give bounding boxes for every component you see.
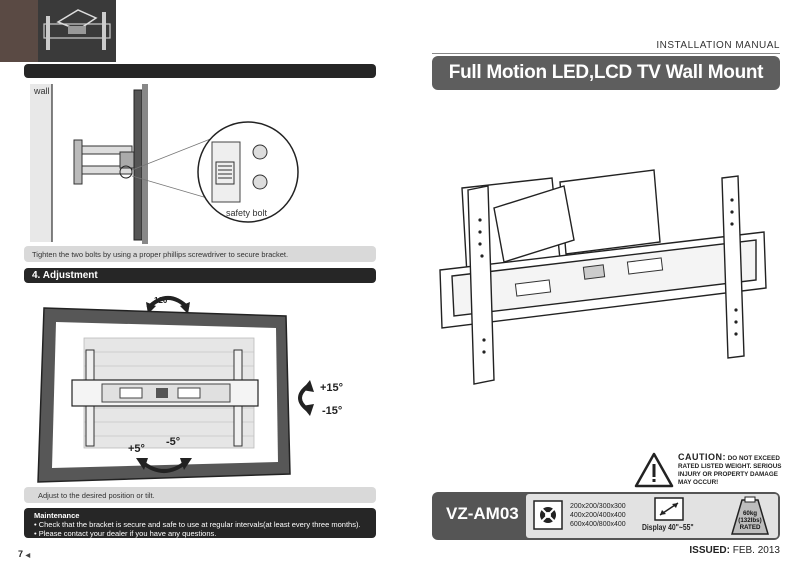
weight-rated: RATED (739, 524, 761, 531)
weight-icon (730, 496, 770, 536)
tilt-down-label: -15° (322, 405, 343, 417)
safety-bolt-label: safety bolt (226, 208, 268, 218)
vesa-item: 600x400/800x400 (570, 521, 626, 528)
caution-line1: DO NOT EXCEED (727, 455, 780, 462)
adjustment-title: 4. Adjustment (32, 270, 98, 281)
weight-label: 60kg (132lbs) RATED (730, 510, 770, 531)
caution-text: CAUTION: DO NOT EXCEED RATED LISTED WEIG… (678, 453, 784, 487)
corner-thumbnail (38, 0, 116, 62)
level-plus-label: +5° (128, 443, 145, 455)
page-number-value: 7 (18, 549, 24, 559)
wall-label: wall (34, 86, 50, 96)
page-number: 7 ◀ (18, 549, 30, 559)
page-arrow-icon: ◀ (25, 553, 31, 559)
tighten-note: Tighten the two bolts by using a proper … (32, 250, 289, 259)
caution-line4: MAY OCCUR! (678, 479, 719, 486)
wall-figure-frame (28, 80, 376, 244)
weight-lbs: (132lbs) (738, 517, 762, 524)
adjust-note: Adjust to the desired position or tilt. (38, 491, 155, 500)
vesa-item: 400x200/400x400 (570, 512, 626, 519)
corner-tab (0, 0, 38, 62)
caution-icon (634, 452, 674, 488)
manual-header: INSTALLATION MANUAL (656, 40, 780, 51)
page-title-bar: Full Motion LED,LCD TV Wall Mount (432, 56, 780, 90)
caution-line3: INJURY OR PROPERTY DAMAGE (678, 471, 778, 478)
header-rule (432, 53, 780, 54)
issued: ISSUED: FEB. 2013 (650, 545, 780, 556)
maintenance-item: • Check that the bracket is secure and s… (34, 520, 361, 529)
maintenance-box: Maintenance • Check that the bracket is … (24, 508, 376, 538)
page-title: Full Motion LED,LCD TV Wall Mount (448, 62, 764, 83)
caution-line2: RATED LISTED WEIGHT. SERIOUS (678, 463, 782, 470)
vesa-item: 200x200/300x300 (570, 503, 626, 510)
mount-illustration (434, 160, 780, 392)
tilt-up-label: +15° (320, 382, 344, 394)
caution-word: CAUTION: (678, 452, 726, 462)
adjust-note-bar: Adjust to the desired position or tilt. (24, 487, 376, 503)
section-bar (24, 64, 376, 78)
adjustment-figure (24, 286, 376, 486)
issued-date: FEB. 2013 (732, 545, 780, 556)
display-size-icon (654, 497, 684, 521)
model-number: VZ-AM03 (446, 504, 519, 523)
vesa-icon (533, 500, 563, 530)
weight-kg: 60kg (742, 510, 758, 517)
maintenance-item: • Please contact your dealer if you have… (34, 529, 217, 538)
tighten-note-bar: Tighten the two bolts by using a proper … (24, 246, 376, 262)
display-size: Display 40"~55" (642, 523, 694, 532)
adjustment-bar: 4. Adjustment (24, 268, 376, 283)
swivel-label: 120° (154, 296, 171, 305)
issued-label: ISSUED: (689, 545, 730, 556)
maintenance-title: Maintenance (34, 511, 80, 520)
level-minus-label: -5° (166, 436, 181, 448)
vesa-list: 200x200/300x300 400x200/400x400 600x400/… (570, 502, 652, 529)
